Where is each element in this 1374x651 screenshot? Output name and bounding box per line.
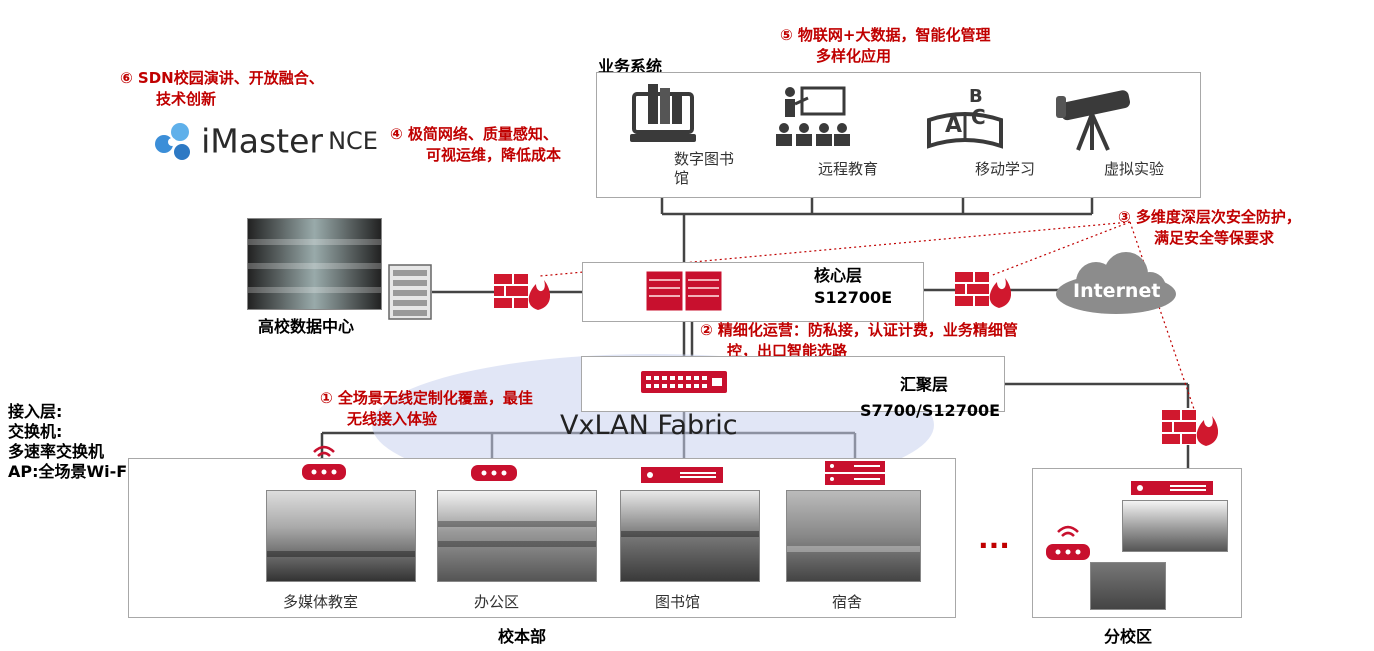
nce-text: NCE: [328, 127, 378, 155]
site-photo-multimedia-classroom: [266, 490, 416, 582]
business-title: 业务系统: [598, 57, 663, 76]
svg-text:C: C: [971, 105, 986, 129]
app-label-digital-library: 数字图书馆: [674, 150, 735, 187]
telescope-icon: [1056, 90, 1131, 151]
firewall-icon: [1162, 410, 1218, 446]
site-label-office: 办公区: [474, 593, 520, 611]
site-photo-library: [620, 490, 760, 582]
access-switch-stack-icon: [825, 461, 885, 485]
callout-4: ④ 极简网络、质量感知、 可视运维，降低成本: [390, 125, 562, 164]
core-switch-icon: [645, 270, 723, 312]
callout-1: ① 全场景无线定制化覆盖，最佳 无线接入体验: [320, 389, 533, 428]
callout-2: ② 精细化运营：防私接，认证计费，业务精细管 控，出口智能选路: [700, 321, 1018, 360]
site-label-dormitory: 宿舍: [832, 593, 863, 611]
classroom-icon: [776, 86, 850, 146]
main-campus-label: 校本部: [498, 627, 547, 646]
branch-campus-label: 分校区: [1104, 627, 1153, 646]
callout-5: ⑤ 物联网+大数据，智能化管理 多样化应用: [780, 26, 991, 65]
callout-6: ⑥ SDN校园演讲、开放融合、 技术创新: [120, 69, 324, 108]
vxlan-fabric-label: VxLAN Fabric: [560, 410, 738, 441]
app-label-virtual-lab: 虚拟实验: [1104, 160, 1165, 178]
core-layer-box: [582, 262, 924, 322]
branch-switch-icon: [1131, 481, 1213, 495]
internet-label: Internet: [1073, 280, 1161, 302]
app-label-remote-education: 远程教育: [818, 160, 879, 178]
imaster-nce-logo: iMaster NCE: [150, 118, 378, 164]
server-rack-icon: [388, 264, 432, 320]
access-layer-info: 接入层: 交换机: 多速率交换机 AP:全场景Wi-Fi 6: [8, 402, 150, 481]
svg-text:A: A: [945, 113, 962, 138]
aggregation-title: 汇聚层: [900, 375, 949, 394]
aggregation-switch-icon: [641, 371, 727, 393]
firewall-icon: [494, 274, 550, 310]
internet-cloud-icon: [1056, 252, 1176, 314]
core-model: S12700E: [814, 288, 893, 307]
aggregation-model: S7700/S12700E: [860, 401, 1001, 420]
datacenter-label: 高校数据中心: [258, 317, 355, 336]
app-label-mobile-learning: 移动学习: [975, 160, 1036, 178]
branch-access-point-icon: [1046, 525, 1090, 560]
datacenter-photo: [247, 218, 382, 310]
site-photo-office: [437, 490, 597, 582]
abc-book-icon: A B C: [927, 86, 1003, 149]
core-title: 核心层: [814, 266, 863, 285]
callout-3: ③ 多维度深层次安全防护， 满足安全等保要求: [1118, 208, 1301, 247]
svg-text:B: B: [969, 86, 983, 107]
access-switch-icon: [471, 465, 517, 481]
more-sites-ellipsis: ...: [978, 522, 1010, 555]
computer-books-icon: [630, 84, 696, 142]
site-label-library: 图书馆: [655, 593, 701, 611]
imaster-text: iMaster: [201, 121, 323, 161]
branch-students-photo: [1090, 562, 1166, 610]
site-label-multimedia-classroom: 多媒体教室: [283, 593, 359, 611]
branch-building-photo: [1122, 500, 1228, 552]
firewall-icon: [955, 272, 1011, 308]
access-point-icon: [302, 445, 346, 480]
site-photo-dormitory: [786, 490, 921, 582]
imaster-logo-icon: [155, 123, 190, 160]
access-switch-icon: [641, 467, 723, 483]
